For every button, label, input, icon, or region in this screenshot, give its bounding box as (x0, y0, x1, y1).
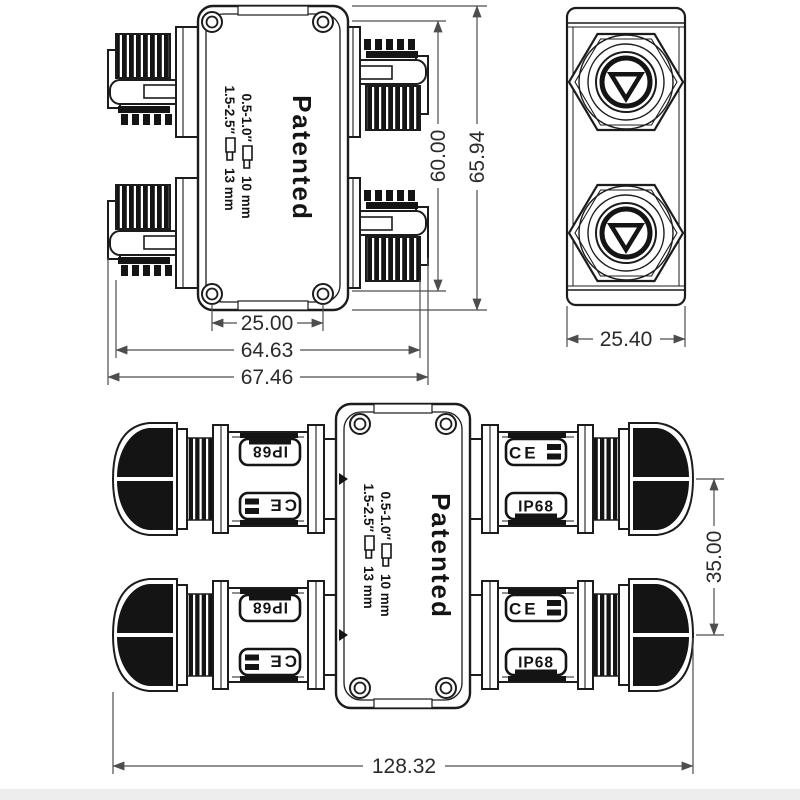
svg-text:35.00: 35.00 (703, 531, 726, 584)
svg-text:64.63: 64.63 (241, 339, 294, 362)
cable-clamp (107, 26, 199, 138)
corner-screw (435, 677, 457, 699)
cable-connector (111, 421, 338, 537)
alignment-arrow-icon (339, 473, 348, 485)
dimension-end-width: 25.40 (566, 306, 686, 351)
corner-screw (312, 11, 334, 33)
corner-screw (349, 677, 371, 699)
ip68-label (249, 596, 291, 616)
svg-text:60.00: 60.00 (427, 130, 450, 183)
junction-box-body (334, 402, 472, 710)
svg-text:67.46: 67.46 (241, 366, 294, 389)
junction-box-body (196, 4, 350, 312)
cable-connector (111, 577, 338, 693)
dimension-overall-height: 65.94 (352, 5, 489, 311)
dimension-overall-length: 128.32 (112, 638, 694, 778)
bottom-cap-recess (373, 698, 433, 709)
cable-clamp (107, 177, 199, 289)
alignment-arrow-icon (339, 629, 348, 641)
ip68-label (515, 654, 557, 674)
cable-clamp (337, 177, 429, 289)
ip68-label (515, 498, 557, 518)
page-edge-shadow (0, 789, 800, 800)
svg-text:25.40: 25.40 (600, 328, 653, 351)
dimension-port-spacing: 35.00 (696, 478, 726, 636)
dimension-screw-spacing: 25.00 (211, 304, 324, 335)
top-cap-recess (237, 5, 309, 16)
dimension-overall-width: 67.46 (107, 258, 429, 389)
top-cap-recess (373, 403, 433, 414)
bottom-cap-recess (237, 300, 309, 311)
dimension-annotations: 25.00 64.63 67.46 60.00 65.94 (107, 5, 726, 778)
assembled-view (111, 402, 695, 710)
corner-screw (312, 283, 334, 305)
cable-connector (468, 577, 695, 693)
cable-clamp (337, 26, 429, 138)
dimension-body-height: 60.00 (352, 20, 450, 292)
ip68-label (249, 440, 291, 460)
corner-screw (435, 413, 457, 435)
cable-connector (468, 421, 695, 537)
svg-text:128.32: 128.32 (372, 755, 436, 778)
corner-screw (201, 283, 223, 305)
svg-text:25.00: 25.00 (241, 312, 294, 335)
top-plan-view (107, 4, 429, 312)
corner-screw (349, 413, 371, 435)
dimension-clamp-width: 64.63 (115, 280, 421, 362)
corner-screw (201, 11, 223, 33)
svg-text:65.94: 65.94 (466, 130, 489, 183)
end-view (565, 6, 687, 307)
